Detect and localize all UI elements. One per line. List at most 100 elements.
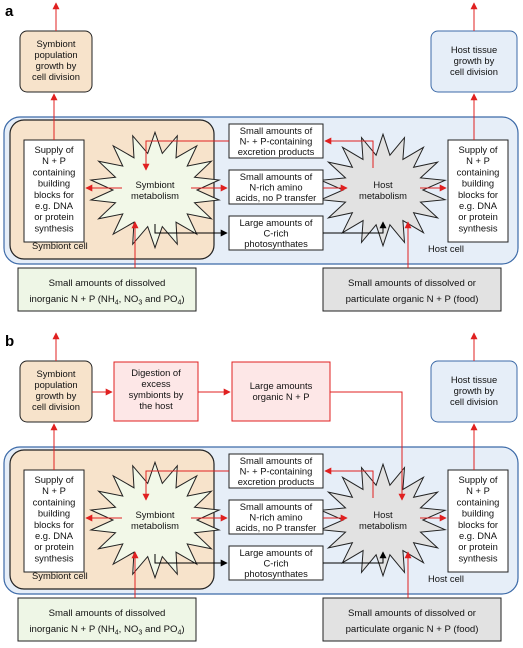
symbiont-growth-text-line: Symbiont [36,38,75,49]
inorganic-source-text-line1: Small amounts of dissolved [49,278,166,289]
host-supply-text-line: e.g. DNA [459,530,498,541]
amino-acids-text-line: Small amounts of [240,501,313,512]
symbiont-growth-text-line: Symbiont [36,368,75,379]
subscript: 4 [115,630,119,637]
host-supply-text-line: Supply of [458,144,497,155]
photosynthates-text-line: C-rich [264,228,289,239]
excretion-box [228,453,324,489]
symbiont-supply-text-line: or protein [34,541,74,552]
host-supply-text-line: containing [457,496,500,507]
amino-acids-text-line: N-rich amino [249,182,302,193]
formula-text: inorganic N + P (NH [29,624,114,635]
symbiont-supply-text-line: building [38,178,70,189]
inorganic-source-text-line2: inorganic N + P (NH4, NO3 and PO4) [29,624,184,637]
large-organic-text-line: organic N + P [252,391,309,402]
symbiont-supply-text-line: or protein [34,211,74,222]
host-supply-text-line: blocks for [458,519,498,530]
symbiont-cell-label: Symbiont cell [32,570,88,581]
organic-source-box [322,267,502,312]
symbiont-growth-text-line: cell division [32,401,80,412]
symbiont-metabolism-star [89,460,221,580]
amino-acids-box [228,499,324,535]
symbiont-growth-text-line: population [34,49,77,60]
photosynthates-text-line: C-rich [264,558,289,569]
formula-text: and PO [142,624,177,635]
photosynthates-box [228,545,324,581]
symbiont-metabolism-text-line: Symbiont [135,509,174,520]
host-supply-text-line: Supply of [458,474,497,485]
excretion-box [228,123,324,159]
host-metabolism-star [319,132,447,248]
formula-text: ) [181,624,184,635]
inorganic-source-box [17,597,197,642]
symbiont-supply-text-line: e.g. DNA [35,200,74,211]
host-supply-text-line: N + P [466,485,490,496]
subscript: 4 [178,300,182,307]
organic-source-box [322,597,502,642]
symbiont-supply-text-line: blocks for [34,189,74,200]
arrow-host-to-excretion [324,467,374,498]
photosynthates-box [228,215,324,251]
panel-label: b [5,333,14,350]
host-supply-text-line: e.g. DNA [459,200,498,211]
amino-acids-text-line: acids, no P transfer [236,522,317,533]
inorganic-source-text-line1: Small amounts of dissolved [49,608,166,619]
photosynthates-text-line: Large amounts of [240,547,313,558]
subscript: 3 [138,630,142,637]
inorganic-source-box [17,267,197,312]
host-supply-text-line: synthesis [458,222,497,233]
host-supply-box [447,139,509,243]
host-supply-text-line: N + P [466,155,490,166]
host-growth-text-line: growth by [454,55,495,66]
excretion-text-line: N- + P-containing [240,136,313,147]
symbiont-cell-label: Symbiont cell [32,240,88,251]
subscript: 3 [138,300,142,307]
excretion-text-line: Small amounts of [240,455,313,466]
organic-source-line1: Small amounts of dissolved or [348,608,477,619]
symbiont-growth-text-line: population [34,379,77,390]
host-supply-text-line: synthesis [458,552,497,563]
host-metabolism-star [319,462,447,578]
amino-acids-box [228,169,324,205]
symbiont-metabolism-text-line: Symbiont [135,179,174,190]
symbiont-supply-text-line: synthesis [34,552,73,563]
host-metabolism-text-line: metabolism [359,520,407,531]
panel-label: a [5,3,14,20]
host-cell-label: Host cell [428,243,464,254]
digestion-text-line: the host [139,400,173,411]
host-growth-text-line: cell division [450,396,498,407]
symbiont-supply-text-line: N + P [42,485,66,496]
excretion-text-line: excretion products [238,476,315,487]
host-metabolism-text-line: Host [373,509,393,520]
host-metabolism-text-line: Host [373,179,393,190]
symbiont-supply-text-line: containing [33,166,76,177]
symbiont-metabolism-star [89,130,221,250]
arrow-excretion-to-symbiont [142,140,229,171]
host-cell-label: Host cell [428,573,464,584]
arrow-excretion-to-symbiont [142,470,229,501]
photosynthates-text-line: photosynthates [244,238,308,249]
excretion-text-line: excretion products [238,146,315,157]
photosynthates-text-line: Large amounts of [240,217,313,228]
symbiont-supply-text-line: building [38,508,70,519]
formula-text: , NO [119,294,139,305]
subscript: 4 [178,630,182,637]
excretion-text-line: N- + P-containing [240,466,313,477]
